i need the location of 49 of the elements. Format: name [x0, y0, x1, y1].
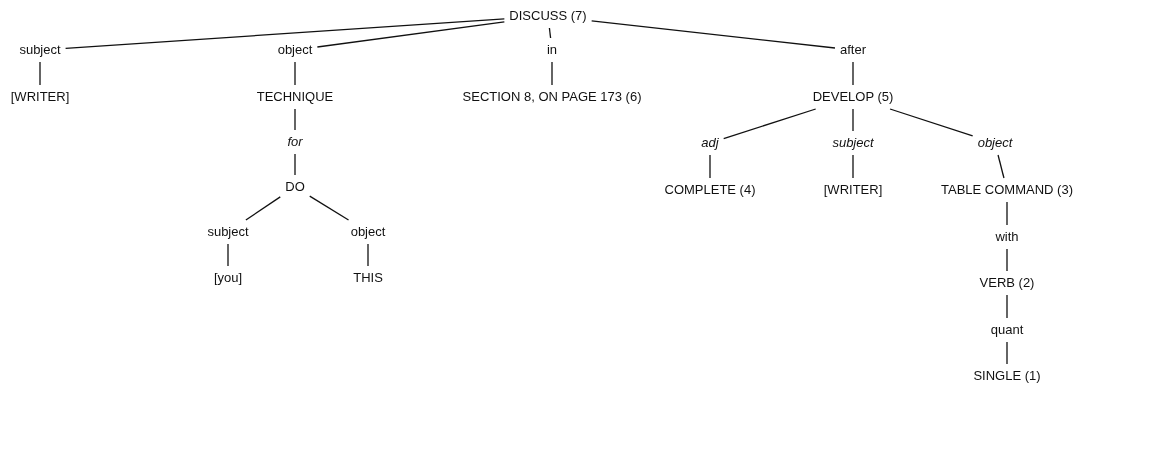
tree-label: with [993, 228, 1021, 246]
tree-line [39, 61, 41, 86]
tree-line [294, 108, 296, 131]
tree-label: THIS [351, 269, 385, 287]
tree-label: object [348, 223, 388, 241]
tree-label: VERB (2) [977, 274, 1037, 292]
tree-label: subject [205, 223, 251, 241]
tree-label: TECHNIQUE [254, 88, 336, 106]
tree-line [997, 154, 1005, 179]
tree-label: object [975, 134, 1015, 152]
tree-label: subject [830, 134, 876, 152]
tree-line [551, 61, 553, 86]
tree-line [316, 21, 505, 48]
tree-label: object [275, 41, 315, 59]
tree-label: adj [699, 134, 721, 152]
tree-line [227, 243, 229, 267]
tree-line [709, 154, 711, 179]
tree-line [591, 20, 836, 49]
tree-line [1006, 294, 1008, 319]
tree-label: for [285, 133, 305, 151]
tree-line [548, 27, 552, 39]
tree-label: COMPLETE (4) [662, 181, 758, 199]
tree-label: quant [988, 321, 1026, 339]
tree-line [1006, 248, 1008, 272]
tree-line [1006, 201, 1008, 226]
tree-label: DEVELOP (5) [810, 88, 896, 106]
tree-label: SECTION 8, ON PAGE 173 (6) [460, 88, 644, 106]
tree-line [852, 154, 854, 179]
tree-line [852, 61, 854, 86]
tree-line [64, 18, 505, 49]
tree-line [852, 108, 854, 132]
tree-line [723, 108, 817, 140]
tree-label: DISCUSS (7) [507, 7, 589, 25]
tree-line [245, 196, 281, 221]
tree-line [367, 243, 369, 267]
tree-label: [you] [211, 269, 245, 287]
tree-label: after [838, 41, 868, 59]
tree-label: TABLE COMMAND (3) [939, 181, 1075, 199]
tree-line [294, 153, 296, 176]
tree-label: subject [17, 41, 63, 59]
tree-label: [WRITER] [821, 181, 885, 199]
tree-label: DO [283, 178, 307, 196]
tree-line [1006, 341, 1008, 365]
tree-line [294, 61, 296, 86]
tree-label: in [544, 41, 560, 59]
tree-label: [WRITER] [8, 88, 72, 106]
tree-label: SINGLE (1) [971, 367, 1043, 385]
tree-line [889, 108, 974, 137]
tree-line [309, 195, 350, 221]
